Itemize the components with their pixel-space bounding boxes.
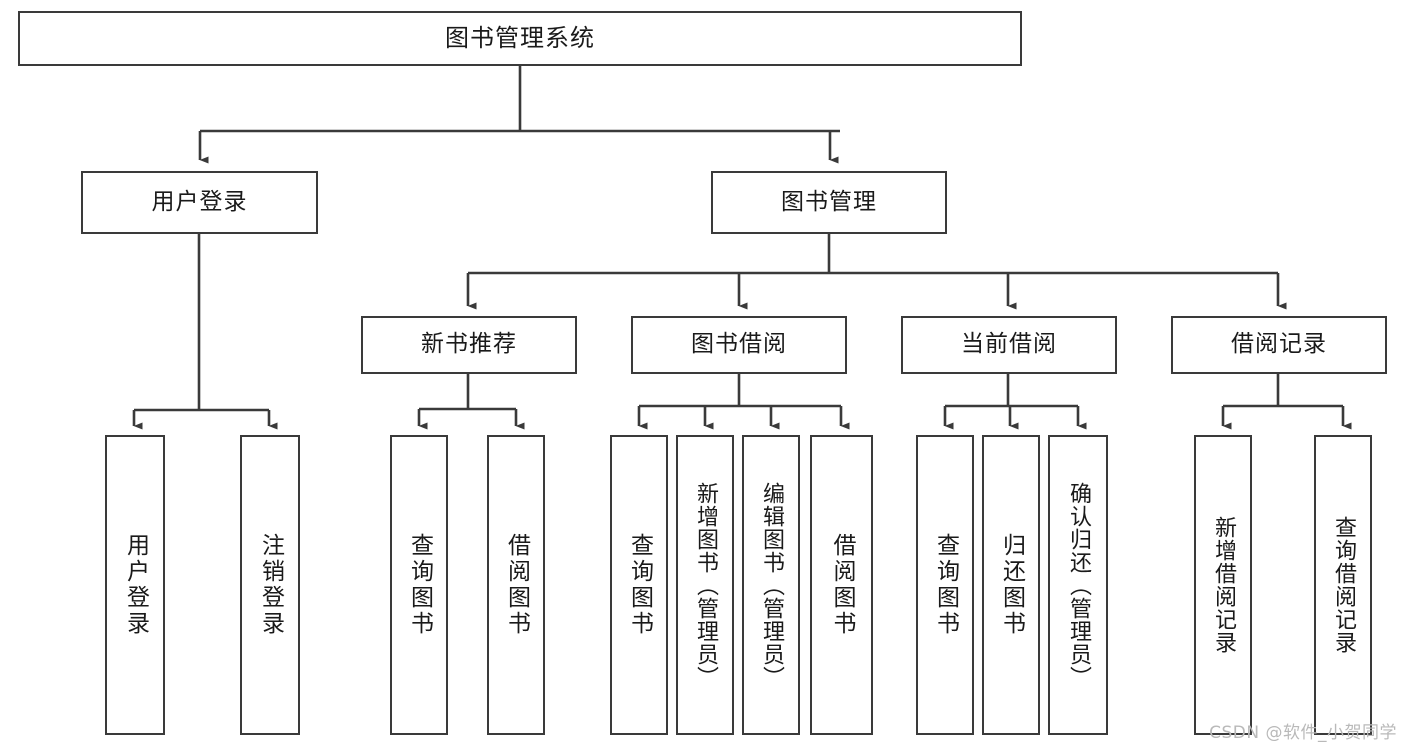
node-book-management[interactable]: 图书管理 [711,171,947,234]
node-label: 当前借阅 [961,331,1057,358]
leaf-query-book-borrow[interactable]: 查询图书 [610,435,668,735]
leaf-return-book[interactable]: 归还图书 [982,435,1040,735]
node-label: 借阅图书 [829,533,855,637]
node-label: 用户登录 [122,533,149,637]
node-label: 图书借阅 [691,331,787,358]
node-label: 归还图书 [998,533,1025,637]
node-label: 查询借阅记录 [1331,516,1356,654]
node-current-borrowing[interactable]: 当前借阅 [901,316,1117,374]
leaf-borrow-book[interactable]: 借阅图书 [810,435,873,735]
node-user-login[interactable]: 用户登录 [81,171,318,234]
node-root-system[interactable]: 图书管理系统 [18,11,1022,66]
leaf-confirm-return-admin[interactable]: 确认归还（管理员） [1048,435,1108,735]
node-new-book-recommendation[interactable]: 新书推荐 [361,316,577,374]
leaf-user-login[interactable]: 用户登录 [105,435,165,735]
node-label: 图书管理系统 [445,24,595,53]
node-label: 新书推荐 [421,331,517,358]
node-label: 借阅图书 [503,533,530,637]
node-label: 新增借阅记录 [1211,516,1236,654]
node-label: 查询图书 [406,533,433,637]
leaf-query-borrow-record[interactable]: 查询借阅记录 [1314,435,1372,735]
leaf-query-book-new[interactable]: 查询图书 [390,435,448,735]
node-label: 图书管理 [781,188,877,215]
csdn-watermark: CSDN @软件_小贺同学 [1209,723,1397,743]
node-borrowing-records[interactable]: 借阅记录 [1171,316,1387,374]
leaf-add-book-admin[interactable]: 新增图书（管理员） [676,435,734,735]
node-label: 新增图书（管理员） [693,481,718,689]
node-label: 确认归还（管理员） [1066,481,1091,689]
node-label: 借阅记录 [1231,331,1327,358]
node-label: 查询图书 [626,533,653,637]
leaf-borrow-book-new[interactable]: 借阅图书 [487,435,545,735]
node-label: 注销登录 [257,533,284,637]
node-label: 用户登录 [151,188,248,215]
leaf-query-book-current[interactable]: 查询图书 [916,435,974,735]
node-book-borrowing[interactable]: 图书借阅 [631,316,847,374]
leaf-add-borrow-record[interactable]: 新增借阅记录 [1194,435,1252,735]
node-label: 编辑图书（管理员） [759,481,784,689]
leaf-logout[interactable]: 注销登录 [240,435,300,735]
leaf-edit-book-admin[interactable]: 编辑图书（管理员） [742,435,800,735]
node-label: 查询图书 [932,533,959,637]
